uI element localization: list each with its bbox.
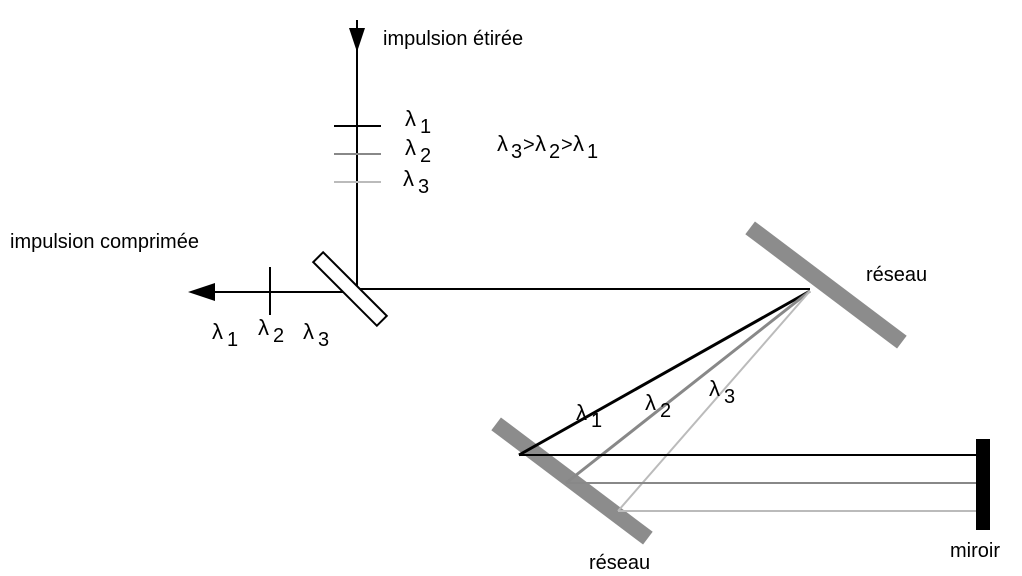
label-compressed-pulse: impulsion comprimée [10,231,199,253]
svg-text:3: 3 [318,329,329,351]
ray-lambda2-diffracted [565,289,811,485]
legend-lambda3-label: λ 3 [403,166,429,198]
incoming-arrowhead [349,28,365,52]
svg-text:3: 3 [418,176,429,198]
svg-text:1: 1 [587,141,598,163]
beam-splitter [311,250,389,328]
label-grating-bottom: réseau [589,552,650,574]
ray-lambda2-label: λ 2 [645,390,671,422]
ray-lambda1-label: λ 1 [576,400,602,432]
wavelength-order-relation: λ 3 > λ 2 > λ 1 [497,131,598,163]
top-grating [745,221,907,349]
svg-text:λ: λ [403,166,414,191]
legend-lambda2-label: λ 2 [405,135,431,167]
svg-text:2: 2 [420,145,431,167]
svg-text:λ: λ [573,131,584,156]
label-mirror: miroir [950,540,1000,562]
output-lambda1-label: λ 1 [212,319,238,351]
legend-lambda1-label: λ 1 [405,106,431,138]
ray-lambda3-diffracted [617,290,811,512]
label-stretched-pulse: impulsion étirée [383,28,523,50]
output-lambda3-label: λ 3 [303,319,329,351]
output-lambda2-label: λ 2 [258,315,284,347]
svg-text:λ: λ [576,400,587,425]
svg-text:2: 2 [273,325,284,347]
svg-text:λ: λ [645,390,656,415]
output-arrowhead [188,283,215,301]
svg-text:λ: λ [497,131,508,156]
svg-text:λ: λ [709,376,720,401]
svg-text:λ: λ [535,131,546,156]
svg-text:3: 3 [511,141,522,163]
svg-text:>: > [561,134,573,156]
mirror [976,439,990,530]
bottom-grating [491,417,653,545]
svg-text:>: > [523,134,535,156]
svg-text:λ: λ [212,319,223,344]
svg-text:λ: λ [405,106,416,131]
svg-text:2: 2 [549,141,560,163]
svg-text:λ: λ [303,319,314,344]
svg-text:1: 1 [420,116,431,138]
svg-text:1: 1 [227,329,238,351]
svg-text:λ: λ [405,135,416,160]
svg-text:2: 2 [660,400,671,422]
ray-lambda1-diffracted [518,289,811,457]
svg-text:λ: λ [258,315,269,340]
svg-text:1: 1 [591,410,602,432]
svg-text:3: 3 [724,386,735,408]
ray-lambda3-label: λ 3 [709,376,735,408]
label-grating-top: réseau [866,264,927,286]
